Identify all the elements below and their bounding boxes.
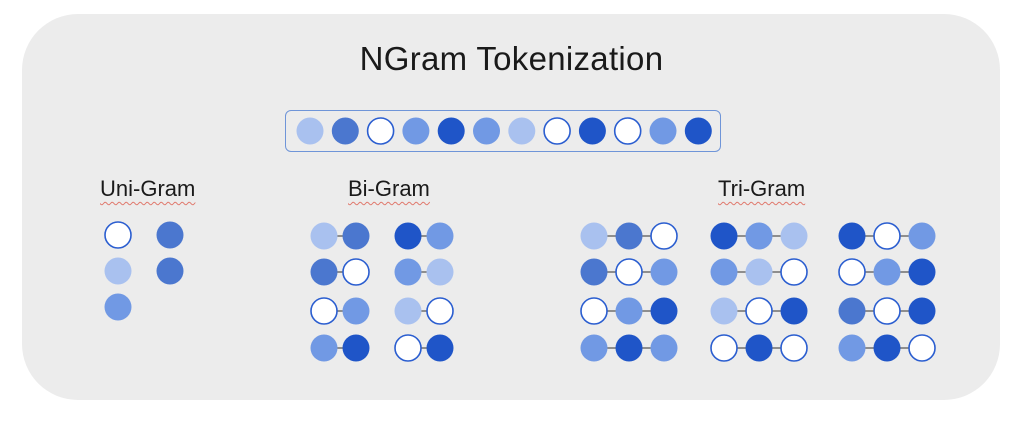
trigram-4-token-3 — [650, 258, 678, 286]
trigram-4-token-2 — [615, 258, 643, 286]
sequence-token-5 — [437, 117, 465, 145]
trigram-2-token-1 — [710, 222, 738, 250]
bigram-5-token-2 — [342, 297, 370, 325]
trigram-3-token-2 — [873, 222, 901, 250]
sequence-token-4 — [402, 117, 430, 145]
trigram-3-token-1 — [838, 222, 866, 250]
trigram-12-token-1 — [838, 334, 866, 362]
trigram-4-token-1 — [580, 258, 608, 286]
trigram-8-token-1 — [710, 297, 738, 325]
unigram-label: Uni-Gram — [100, 176, 196, 201]
sequence-token-11 — [649, 117, 677, 145]
trigram-label: Tri-Gram — [718, 176, 806, 201]
trigram-10-token-1 — [580, 334, 608, 362]
bigram-2-token-2 — [426, 222, 454, 250]
bigram-2-token-1 — [394, 222, 422, 250]
sequence-token-9 — [578, 117, 606, 145]
trigram-2-token-3 — [780, 222, 808, 250]
trigram-1-token-3 — [650, 222, 678, 250]
trigram-6-token-2 — [873, 258, 901, 286]
unigram-4 — [156, 257, 184, 285]
trigram-12-token-2 — [873, 334, 901, 362]
bigram-1-token-1 — [310, 222, 338, 250]
trigram-1-token-2 — [615, 222, 643, 250]
bigram-8-token-2 — [426, 334, 454, 362]
unigram-3 — [104, 257, 132, 285]
sequence-token-6 — [473, 117, 500, 145]
sequence-token-8 — [543, 117, 571, 145]
trigram-3-token-3 — [908, 222, 936, 250]
bigram-label: Bi-Gram — [348, 176, 430, 201]
unigram-1 — [104, 221, 132, 249]
trigram-9-token-1 — [838, 297, 866, 325]
trigram-7-token-1 — [580, 297, 608, 325]
sequence-token-2 — [331, 117, 359, 145]
unigram-5 — [104, 293, 132, 321]
trigram-5-token-1 — [710, 258, 738, 286]
diagram-panel — [22, 14, 1000, 400]
bigram-1-token-2 — [342, 222, 370, 250]
sequence-token-3 — [366, 117, 395, 145]
bigram-3-token-1 — [310, 258, 338, 286]
trigram-9-token-3 — [908, 297, 936, 325]
bigram-6-token-1 — [394, 297, 422, 325]
sequence-token-12 — [684, 117, 712, 145]
trigram-7-token-3 — [650, 297, 678, 325]
trigram-6-token-3 — [908, 258, 936, 286]
trigram-2-token-2 — [745, 222, 773, 250]
bigram-8-token-1 — [394, 334, 422, 362]
trigram-11-token-1 — [710, 334, 738, 362]
unigram-2 — [156, 221, 184, 249]
trigram-11-token-3 — [780, 334, 808, 362]
bigram-5-token-1 — [310, 297, 338, 325]
trigram-6-token-1 — [838, 258, 866, 286]
trigram-1-token-1 — [580, 222, 608, 250]
bigram-3-token-2 — [342, 258, 370, 286]
trigram-8-token-2 — [745, 297, 773, 325]
bigram-6-token-2 — [426, 297, 454, 325]
token-sequence-box — [285, 110, 721, 152]
trigram-10-token-2 — [615, 334, 643, 362]
bigram-4-token-2 — [426, 258, 454, 286]
trigram-5-token-3 — [780, 258, 808, 286]
trigram-9-token-2 — [873, 297, 901, 325]
bigram-7-token-1 — [310, 334, 338, 362]
trigram-7-token-2 — [615, 297, 643, 325]
trigram-10-token-3 — [650, 334, 678, 362]
trigram-12-token-3 — [908, 334, 936, 362]
trigram-8-token-3 — [780, 297, 808, 325]
bigram-7-token-2 — [342, 334, 370, 362]
sequence-token-7 — [508, 117, 536, 145]
trigram-5-token-2 — [745, 258, 773, 286]
bigram-4-token-1 — [394, 258, 422, 286]
trigram-11-token-2 — [745, 334, 773, 362]
sequence-token-10 — [613, 117, 642, 145]
sequence-token-1 — [296, 117, 324, 145]
diagram-title: NGram Tokenization — [359, 40, 664, 77]
